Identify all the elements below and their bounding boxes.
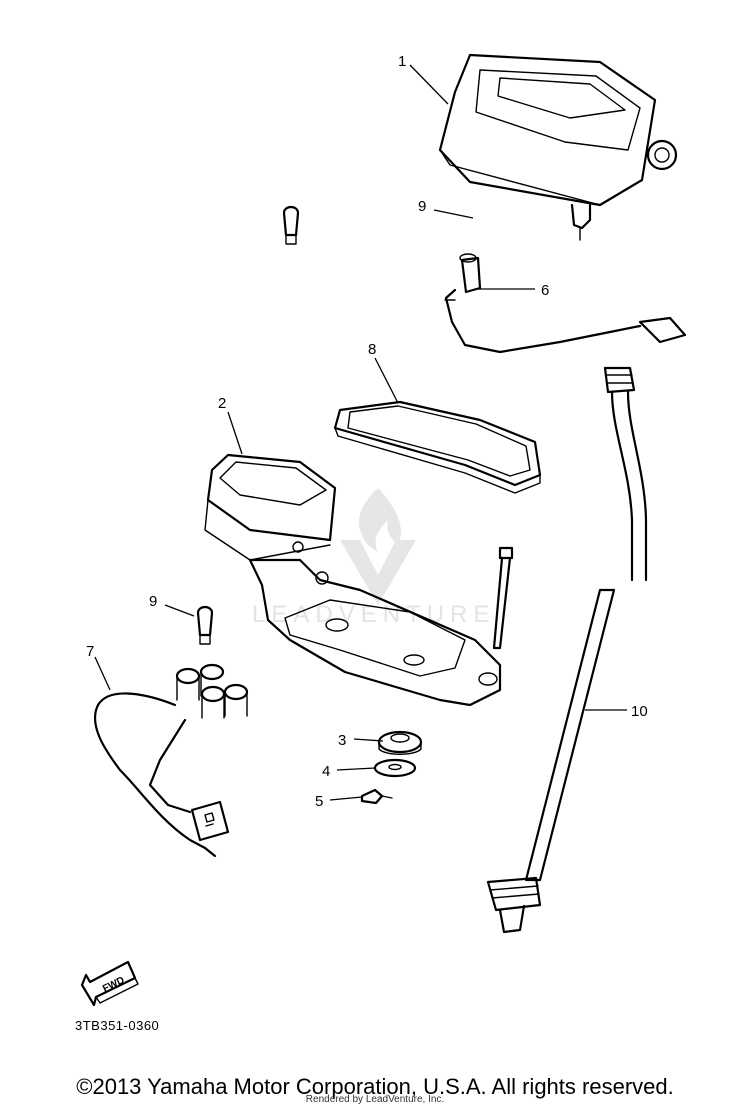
part-1-meter-cover — [438, 53, 678, 241]
callout-1: 1 — [398, 53, 406, 70]
part-8-gasket — [333, 400, 542, 494]
diagram-code: 3TB351-0360 — [75, 1018, 160, 1033]
bolt — [492, 546, 514, 650]
watermark: LEADVENTURE — [252, 488, 495, 628]
callout-5: 5 — [315, 793, 323, 810]
part-4-washer — [373, 758, 417, 778]
callout-2: 2 — [218, 395, 226, 412]
watermark-text: LEADVENTURE — [252, 601, 495, 628]
part-6-socket-lead — [444, 253, 687, 354]
callout-3: 3 — [338, 732, 346, 749]
callout-7: 7 — [86, 643, 94, 660]
part-5-clip — [360, 788, 393, 805]
part-9a-bulb — [282, 205, 300, 245]
callout-9-lower: 9 — [149, 593, 157, 610]
part-2-meter-housing — [204, 453, 502, 707]
part-9b-bulb — [196, 605, 214, 645]
leader-lines — [94, 64, 627, 801]
callout-9-upper: 9 — [418, 198, 426, 215]
render-credit: Rendered by LeadVenture, Inc. — [305, 1094, 445, 1105]
callout-8: 8 — [368, 341, 376, 358]
callout-10: 10 — [631, 703, 648, 720]
callout-6: 6 — [541, 282, 549, 299]
watermark-flame-icon — [358, 488, 401, 552]
part-3-grommet — [377, 730, 423, 755]
part-7-harness — [93, 663, 249, 858]
copyright-notice: ©2013 Yamaha Motor Corporation, U.S.A. A… — [76, 1074, 674, 1099]
watermark-v-icon — [340, 540, 416, 605]
part-10-cable — [486, 366, 648, 934]
callout-4: 4 — [322, 763, 330, 780]
fwd-arrow-icon: FWD — [80, 960, 139, 1007]
